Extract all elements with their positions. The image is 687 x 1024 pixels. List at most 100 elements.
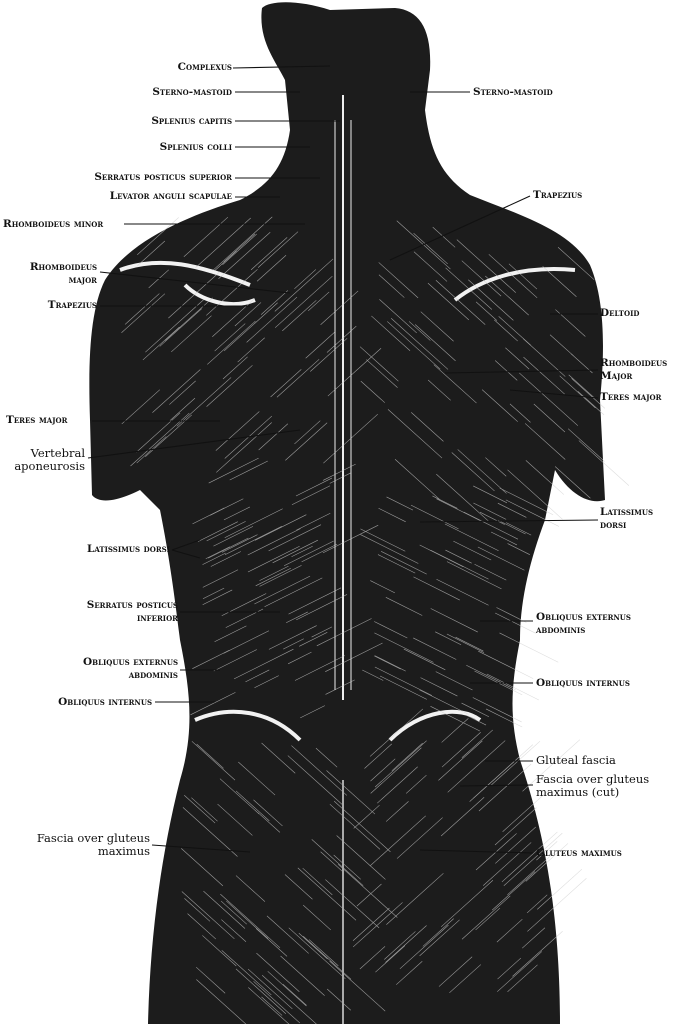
label-line-1: Rhomboideus — [29, 261, 97, 273]
fiber-stroke — [291, 485, 331, 506]
scapula-highlights — [119, 260, 576, 742]
fiber-stroke — [254, 514, 307, 541]
fiber-stroke — [485, 708, 523, 728]
fiber-stroke — [259, 565, 302, 587]
fiber-stroke — [261, 975, 317, 1024]
fiber-stroke — [495, 826, 536, 864]
fiber-stroke — [283, 638, 304, 650]
fiber-stroke — [223, 630, 270, 654]
fiber-stroke — [333, 854, 361, 880]
fiber-stroke — [266, 915, 309, 954]
fiber-stroke — [142, 326, 180, 361]
fiber-stroke — [325, 679, 355, 695]
fiber-stroke — [327, 348, 382, 397]
fiber-stroke — [468, 279, 514, 321]
label-splenius-colli: Splenius colli — [159, 141, 232, 153]
fiber-stroke — [482, 842, 532, 886]
fiber-stroke — [256, 952, 300, 992]
fiber-stroke — [235, 968, 287, 1014]
fiber-stroke — [523, 356, 565, 395]
fiber-stroke — [221, 919, 247, 942]
fiber-stroke — [190, 692, 236, 716]
fiber-stroke — [298, 932, 328, 960]
fiber-stroke — [394, 459, 441, 500]
fiber-stroke — [329, 960, 386, 1012]
fiber-stroke — [559, 375, 596, 409]
fiber-stroke — [485, 275, 529, 316]
fiber-stroke — [507, 851, 556, 896]
fiber-stroke — [202, 589, 233, 605]
fiber-stroke — [253, 981, 301, 1024]
fiber-stroke — [430, 706, 480, 732]
fiber-stroke — [268, 625, 317, 650]
fiber-stroke — [473, 485, 508, 504]
fiber-stroke — [436, 473, 490, 522]
fiber-stroke — [136, 412, 181, 453]
fiber-stroke — [300, 705, 325, 719]
fiber-stroke — [197, 521, 238, 542]
fiber-stroke — [419, 919, 460, 957]
fiber-stroke — [322, 524, 379, 554]
fiber-stroke — [405, 774, 427, 794]
fiber-stroke — [222, 233, 257, 265]
fiber-stroke — [322, 463, 356, 481]
fiber-stroke — [253, 799, 283, 827]
fiber-stroke — [508, 263, 538, 290]
fiber-stroke — [411, 412, 444, 442]
fiber-stroke — [320, 851, 344, 873]
fiber-stroke — [191, 741, 236, 781]
fiber-stroke — [451, 452, 495, 492]
fiber-stroke — [247, 968, 293, 1010]
fiber-stroke — [457, 449, 507, 494]
fiber-stroke — [497, 502, 527, 518]
label-trapezius-left: Trapezius — [47, 299, 97, 311]
label-line-2: maximus (cut) — [536, 785, 620, 799]
fiber-stroke — [378, 507, 406, 523]
fiber-stroke — [258, 423, 289, 451]
fiber-stroke — [557, 247, 595, 281]
fiber-stroke — [507, 469, 563, 520]
fiber-stroke — [473, 502, 507, 520]
fiber-stroke — [254, 575, 311, 605]
fiber-stroke — [288, 587, 342, 615]
fiber-stroke — [446, 633, 485, 653]
fiber-stroke — [461, 895, 511, 940]
fiber-stroke — [196, 979, 247, 1024]
fiber-stroke — [475, 907, 501, 931]
fiber-stroke — [527, 878, 587, 932]
fiber-stroke — [375, 945, 406, 973]
fiber-stroke — [456, 239, 516, 293]
fiber-stroke — [432, 226, 456, 248]
fiber-stroke — [387, 409, 443, 459]
fiber-stroke — [494, 319, 518, 342]
fiber-stroke — [466, 665, 516, 691]
fiber-stroke — [374, 655, 406, 672]
label-line-2: dorsi — [600, 519, 627, 531]
fiber-stroke — [497, 519, 526, 535]
label-obliquus-externus-right: Obliquus externus abdominis — [536, 611, 631, 637]
fiber-stroke — [490, 531, 518, 546]
fiber-stroke — [369, 708, 424, 757]
fiber-stroke — [326, 770, 376, 815]
fiber-stroke — [440, 880, 494, 928]
fiber-stroke — [311, 626, 333, 638]
fiber-stroke — [370, 580, 396, 594]
fiber-stroke — [379, 299, 417, 334]
fiber-stroke — [420, 311, 454, 342]
fiber-stroke — [202, 569, 239, 588]
fiber-stroke — [329, 803, 381, 850]
label-gluteal-fascia: Gluteal fascia — [536, 753, 616, 767]
fiber-stroke — [491, 871, 536, 911]
fiber-stroke — [472, 697, 522, 723]
fiber-stroke — [507, 964, 538, 992]
fiber-stroke — [374, 621, 408, 639]
fiber-stroke — [461, 729, 493, 758]
fiber-stroke — [399, 924, 449, 970]
fiber-stroke — [235, 790, 270, 822]
label-line-2: major — [68, 274, 97, 286]
fiber-stroke — [380, 551, 427, 575]
fiber-stroke — [302, 867, 333, 896]
fiber-stroke — [229, 460, 268, 481]
fiber-stroke — [181, 891, 235, 940]
fiber-stroke — [305, 331, 336, 359]
